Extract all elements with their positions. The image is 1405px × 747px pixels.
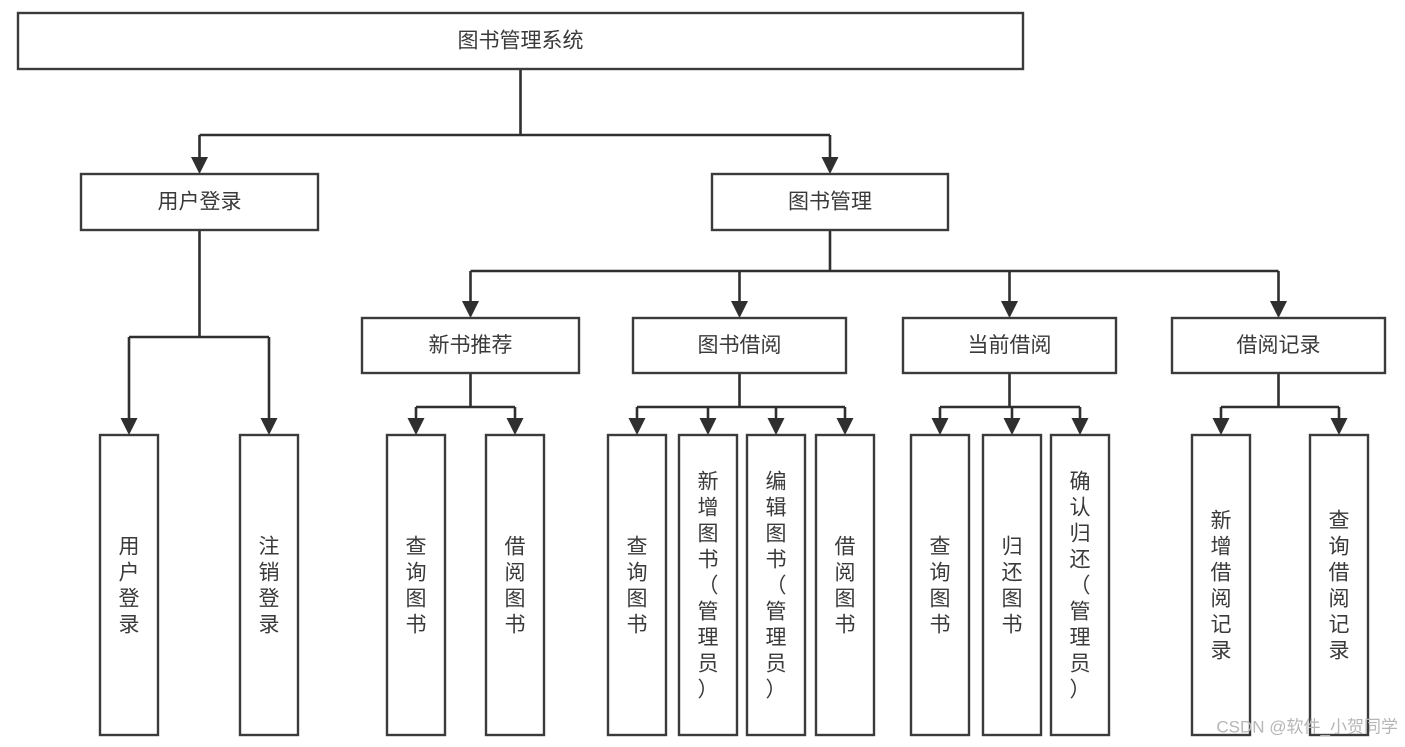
node-label-leaf-query-book-2: 查询图书 [627,535,648,636]
node-label-book-borrow: 图书借阅 [698,334,782,357]
node-label-leaf-borrow-book-2: 借阅图书 [835,535,856,636]
connector-current-borrow [931,373,1089,435]
node-label-borrow-record: 借阅记录 [1237,334,1321,357]
node-label-leaf-return-book: 归还图书 [1002,535,1023,636]
node-user-login[interactable]: 用户登录 [79,172,320,232]
node-current-borrow[interactable]: 当前借阅 [901,316,1118,375]
connector-layer [120,69,1348,435]
node-label-leaf-borrow-book-1: 借阅图书 [505,535,526,636]
node-label-leaf-user-login: 用户登录 [119,535,140,636]
node-leaf-return-book[interactable]: 归还图书 [981,433,1043,737]
node-box-leaf-add-book[interactable] [677,433,739,737]
node-label-leaf-query-book-1: 查询图书 [406,535,427,636]
node-box-leaf-query-book-2[interactable] [606,433,668,737]
node-box-leaf-confirm-return[interactable] [1049,433,1111,737]
node-label-leaf-edit-book: 编辑图书（管理员） [766,470,787,701]
node-leaf-query-book-1[interactable]: 查询图书 [385,433,447,737]
node-box-new-book-rec[interactable] [360,316,581,375]
connector-new-book-rec [407,373,524,435]
node-leaf-query-book-2[interactable]: 查询图书 [606,433,668,737]
node-label-user-login: 用户登录 [158,191,242,214]
connector-user-login [120,230,278,435]
connector-root [191,69,839,174]
connector-book-manage [462,230,1287,318]
node-borrow-record[interactable]: 借阅记录 [1170,316,1387,375]
node-box-leaf-return-book[interactable] [981,433,1043,737]
node-label-new-book-rec: 新书推荐 [429,334,513,357]
node-box-leaf-borrow-book-2[interactable] [814,433,876,737]
node-book-manage[interactable]: 图书管理 [710,172,950,232]
connector-book-borrow [628,373,854,435]
node-label-book-manage: 图书管理 [788,191,872,214]
node-leaf-logout[interactable]: 注销登录 [238,433,300,737]
node-label-root: 图书管理系统 [458,30,584,53]
node-root[interactable]: 图书管理系统 [16,11,1025,71]
connector-borrow-record [1212,373,1348,435]
node-label-leaf-add-record: 新增借阅记录 [1211,509,1232,662]
node-label-leaf-query-book-3: 查询图书 [930,535,951,636]
node-box-leaf-query-record[interactable] [1308,433,1370,737]
node-book-borrow[interactable]: 图书借阅 [631,316,848,375]
csdn-watermark: CSDN @软件_小贺同学 [1216,717,1398,736]
node-label-leaf-query-record: 查询借阅记录 [1329,509,1350,662]
node-leaf-edit-book[interactable]: 编辑图书（管理员） [745,433,807,737]
node-leaf-query-book-3[interactable]: 查询图书 [909,433,971,737]
node-box-book-borrow[interactable] [631,316,848,375]
node-leaf-user-login[interactable]: 用户登录 [98,433,160,737]
node-leaf-add-record[interactable]: 新增借阅记录 [1190,433,1252,737]
node-box-leaf-user-login[interactable] [98,433,160,737]
node-leaf-borrow-book-2[interactable]: 借阅图书 [814,433,876,737]
node-label-current-borrow: 当前借阅 [968,334,1052,357]
node-leaf-confirm-return[interactable]: 确认归还（管理员） [1049,433,1111,737]
node-box-book-manage[interactable] [710,172,950,232]
node-label-leaf-add-book: 新增图书（管理员） [698,470,719,701]
node-box-user-login[interactable] [79,172,320,232]
node-box-root[interactable] [16,11,1025,71]
node-new-book-rec[interactable]: 新书推荐 [360,316,581,375]
node-box-leaf-add-record[interactable] [1190,433,1252,737]
node-box-leaf-query-book-1[interactable] [385,433,447,737]
node-leaf-borrow-book-1[interactable]: 借阅图书 [484,433,546,737]
node-box-leaf-borrow-book-1[interactable] [484,433,546,737]
node-box-leaf-edit-book[interactable] [745,433,807,737]
node-box-current-borrow[interactable] [901,316,1118,375]
node-box-leaf-query-book-3[interactable] [909,433,971,737]
node-layer: 图书管理系统用户登录图书管理新书推荐图书借阅当前借阅借阅记录用户登录注销登录查询… [16,11,1387,737]
node-box-borrow-record[interactable] [1170,316,1387,375]
node-leaf-add-book[interactable]: 新增图书（管理员） [677,433,739,737]
node-label-leaf-confirm-return: 确认归还（管理员） [1070,470,1091,701]
watermark-layer: CSDN @软件_小贺同学 [1216,717,1398,736]
node-box-leaf-logout[interactable] [238,433,300,737]
node-leaf-query-record[interactable]: 查询借阅记录 [1308,433,1370,737]
node-label-leaf-logout: 注销登录 [259,535,280,636]
